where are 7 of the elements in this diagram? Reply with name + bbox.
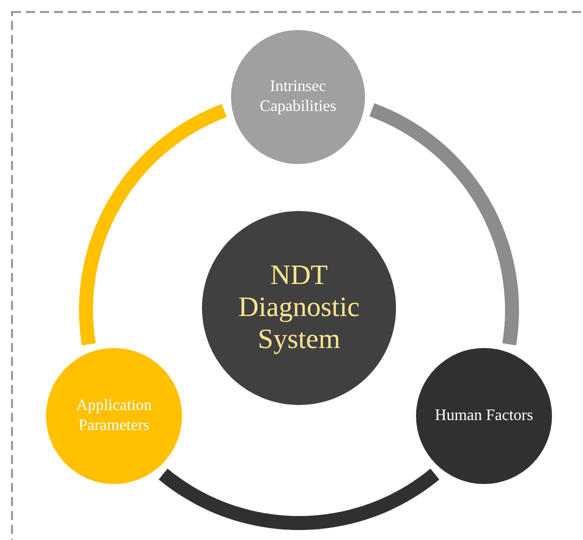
node-label: Human Factors [434,406,534,426]
node-label: NDT Diagnostic System [237,260,361,356]
node-label: Intrinsec Capabilities [258,77,338,117]
ring-arc [158,468,440,530]
ring-arc [79,104,227,346]
node-label: Application Parameters [75,396,153,436]
ring-arc [369,103,519,346]
